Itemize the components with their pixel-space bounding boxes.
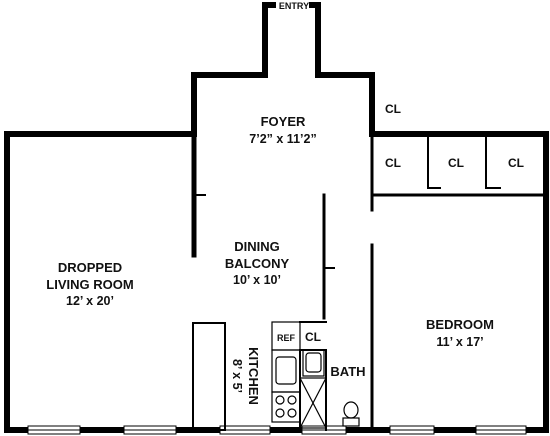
windows	[27, 425, 527, 435]
toilet-tank	[342, 417, 360, 427]
ref-label: REF	[277, 333, 296, 343]
foyer-size: 7’2” x 11’2”	[249, 132, 316, 146]
entry-label: ENTRY	[279, 1, 309, 11]
burner-icon	[275, 408, 285, 418]
bedroom-name: BEDROOM	[426, 317, 494, 332]
closet-foyer-upper-label: CL	[385, 102, 401, 116]
burner-icon	[287, 395, 297, 405]
closet-kitchen-label: CL	[305, 330, 321, 344]
closet-bedroom-right-label: CL	[508, 156, 524, 170]
living-room-name-line1: DROPPED	[58, 260, 122, 275]
dining-name-line1: DINING	[234, 239, 280, 254]
bedroom-size: 11’ x 17’	[436, 335, 483, 349]
labels: ENTRY FOYER 7’2” x 11’2” CL CL CL CL DRO…	[46, 1, 524, 405]
kitchen-counter	[192, 322, 226, 431]
dining-name-line2: BALCONY	[225, 256, 290, 271]
bathtub	[299, 377, 327, 429]
bath-name: BATH	[330, 364, 365, 379]
stove	[271, 391, 301, 423]
closet-foyer-lower-label: CL	[385, 156, 401, 170]
burner-icon	[275, 395, 285, 405]
living-room-name-line2: LIVING ROOM	[46, 277, 133, 292]
kitchen-name: KITCHEN	[246, 347, 261, 405]
toilet-icon	[343, 401, 359, 419]
sink-icon	[275, 356, 297, 385]
closet-bedroom-left-label: CL	[448, 156, 464, 170]
bath-sink-basin-icon	[305, 352, 322, 373]
bath-sink	[302, 349, 325, 377]
foyer-name: FOYER	[261, 114, 306, 129]
kitchen-size: 8’ x 5’	[230, 359, 244, 393]
living-room-size: 12’ x 20’	[66, 294, 114, 308]
dining-size: 10’ x 10’	[233, 273, 281, 287]
burner-icon	[287, 408, 297, 418]
bath-fixtures	[299, 349, 360, 429]
